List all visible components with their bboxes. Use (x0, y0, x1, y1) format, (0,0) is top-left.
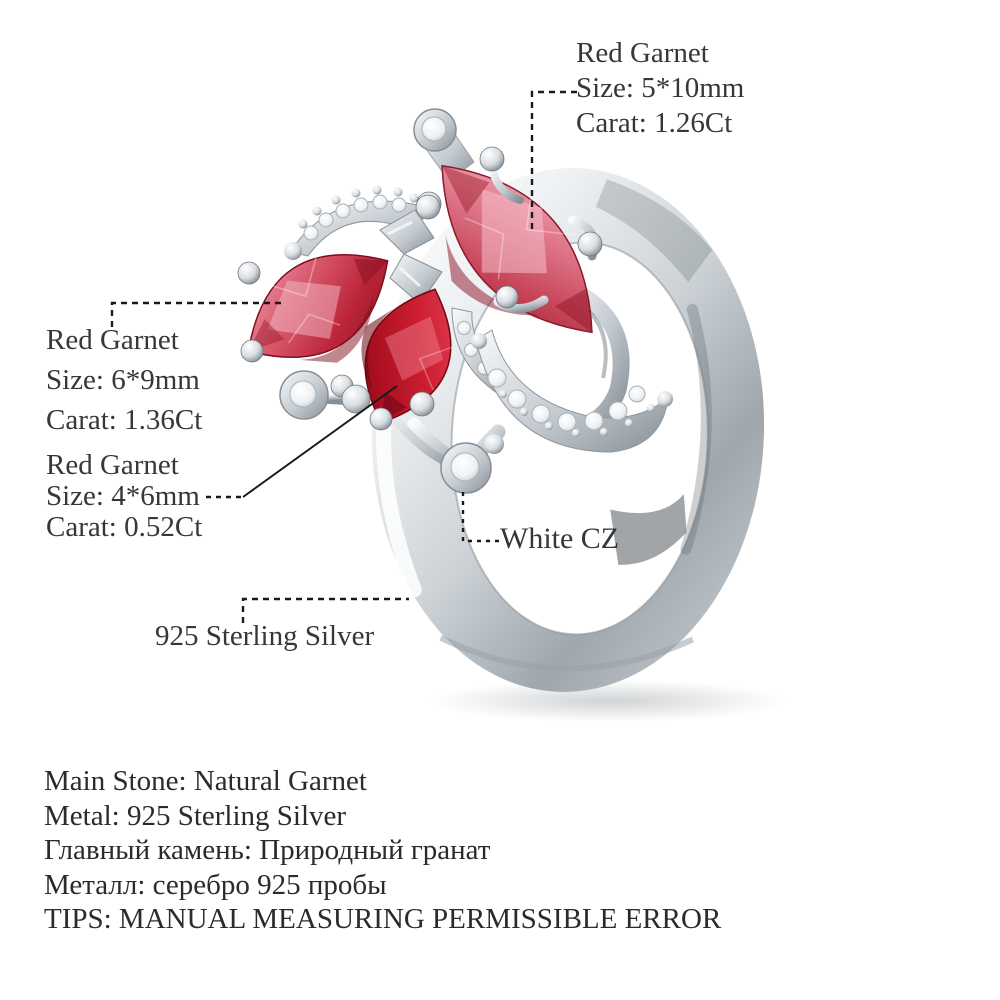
pave-arc-upper (284, 185, 431, 260)
silver-v-ribbon (379, 209, 443, 305)
callout-lines (110, 90, 577, 623)
annotation-stone-size: Size: 5*10mm (576, 72, 745, 104)
detail-main-stone: Main Stone: Natural Garnet (44, 765, 367, 797)
annotation-white-cz: White CZ (500, 522, 619, 556)
annotation-stone-size: Size: 6*9mm (46, 364, 200, 396)
detail-tips: TIPS: MANUAL MEASURING PERMISSIBLE ERROR (44, 903, 722, 935)
annotation-stone-size: Size: 4*6mm (46, 480, 200, 512)
annotation-metal: 925 Sterling Silver (155, 619, 374, 653)
annotation-stone-carat: Carat: 1.26Ct (576, 107, 733, 139)
annotation-label: White CZ (500, 522, 620, 555)
detail-metal-ru: Металл: серебро 925 пробы (44, 868, 387, 901)
annotation-stone-name: Red Garnet (46, 449, 179, 481)
annotation-stone-name: Red Garnet (576, 37, 709, 69)
callout-garnet-top (530, 90, 577, 229)
detail-main-stone-ru: Главный камень: Природный гранат (44, 834, 491, 866)
garnet-stone-bottom (361, 288, 453, 424)
callout-white-cz (461, 492, 499, 543)
annotation-garnet-left: Red Garnet Size: 6*9mm Carat: 1.36Ct (46, 320, 202, 440)
callout-garnet-left (110, 301, 281, 327)
ring-head-silverwork (279, 108, 673, 494)
garnet-stone-left (247, 253, 389, 363)
annotation-stone-carat: Carat: 1.36Ct (46, 404, 203, 436)
annotation-garnet-bottom: Red Garnet Size: 4*6mm Carat: 0.52Ct (46, 450, 202, 543)
annotation-garnet-top: Red Garnet Size: 5*10mm Carat: 1.26Ct (576, 36, 744, 141)
annotation-stone-name: Red Garnet (46, 324, 179, 356)
prong-balls (237, 146, 603, 431)
detail-metal: Metal: 925 Sterling Silver (44, 799, 347, 832)
pave-crescent-lower (471, 329, 673, 453)
ring-shadow (430, 680, 786, 722)
callout-metal (241, 597, 409, 623)
annotation-label: 925 Sterling Silver (155, 620, 375, 652)
product-details: Main Stone: Natural Garnet Metal: 925 St… (44, 764, 721, 937)
callout-garnet-bottom-line (242, 385, 398, 498)
garnet-stone-top (441, 164, 593, 334)
annotation-stone-carat: Carat: 0.52Ct (46, 511, 203, 543)
